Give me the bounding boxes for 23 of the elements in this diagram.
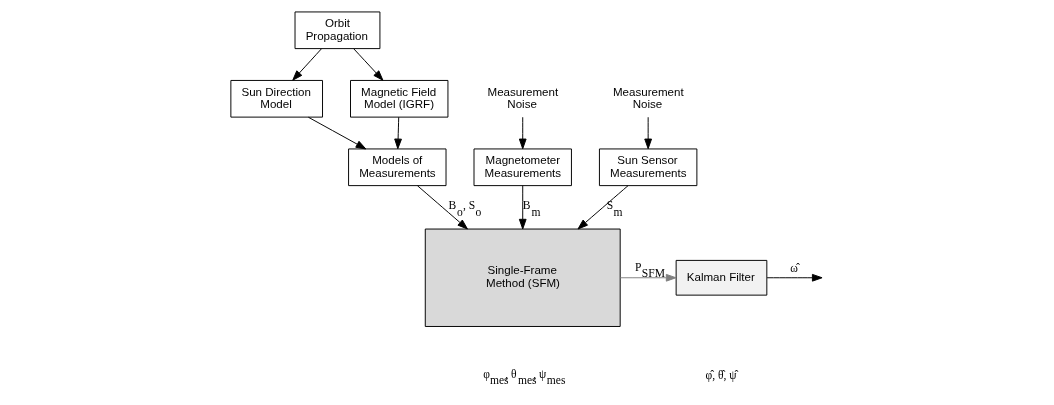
arrow xyxy=(619,273,677,282)
node-box: Magnetic Field Model (IGRF) xyxy=(350,79,449,118)
arrow xyxy=(292,48,322,81)
edge-label: ω̂ xyxy=(790,261,798,275)
node-box: Models of Measurements xyxy=(348,148,447,187)
node-box: Single-Frame Method (SFM) xyxy=(424,228,621,327)
arrow xyxy=(394,116,402,150)
node-box: Orbit Propagation xyxy=(294,11,381,50)
node-box: Sun Sensor Measurements xyxy=(598,148,698,187)
node-text: Measurement Noise xyxy=(612,85,684,111)
node-text: Measurement Noise xyxy=(487,85,559,111)
arrow xyxy=(518,185,527,230)
label: φ̂, θ̂, ψ̂ xyxy=(705,368,737,382)
arrow xyxy=(307,116,367,150)
node-box: Kalman Filter xyxy=(675,259,768,296)
arrow xyxy=(766,273,823,282)
arrow xyxy=(644,116,652,150)
arrow xyxy=(577,185,629,230)
arrow xyxy=(518,116,527,150)
node-box: Sun Direction Model xyxy=(230,79,323,118)
arrow xyxy=(353,48,384,81)
arrow xyxy=(416,185,468,230)
node-box: Magnetometer Measurements xyxy=(473,148,572,187)
